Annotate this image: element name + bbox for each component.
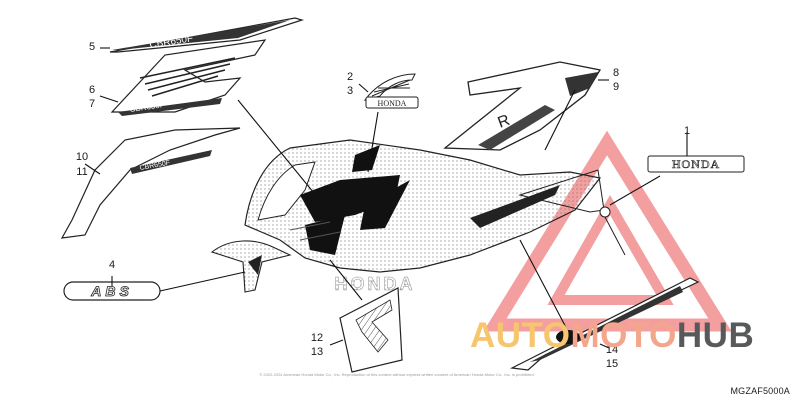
honda-wordmark-text: HONDA xyxy=(672,157,720,171)
tail-stripe-decal: R xyxy=(443,61,602,151)
side-cowl-decal: CBR650F xyxy=(110,39,267,116)
wing-emblem-text: HONDA xyxy=(378,99,407,108)
rear-side-stripe xyxy=(509,277,700,371)
callout-1: 1 xyxy=(683,125,691,137)
callout-15: 15 xyxy=(605,358,619,370)
lower-panel-decal xyxy=(339,287,403,373)
copyright-text: © 2002-2024 American Honda Motor Co., In… xyxy=(259,372,535,377)
body-ghost-text: HONDA xyxy=(335,274,416,294)
watermark-text: AUTOMOTOHUB xyxy=(470,316,754,356)
motorcycle-body xyxy=(244,139,626,273)
honda-wing-emblem: HONDA xyxy=(363,73,419,109)
honda-wordmark-decal: HONDA xyxy=(647,155,745,173)
stripe-decal-upper: CBR650F xyxy=(109,17,305,53)
callout-2: 2 xyxy=(346,71,354,83)
leader-lines xyxy=(84,47,688,349)
front-fender-piece xyxy=(210,240,292,293)
callout-8: 8 xyxy=(612,67,620,79)
callout-3: 3 xyxy=(346,85,354,97)
callout-4: 4 xyxy=(108,259,116,271)
abs-decal-text: ABS xyxy=(90,283,133,299)
tail-decal-text: R xyxy=(496,112,513,132)
decal-text-upper: CBR650F xyxy=(149,33,194,51)
callout-5: 5 xyxy=(88,41,96,53)
callout-11: 11 xyxy=(76,166,88,178)
watermark-part-moto: MOTO xyxy=(570,316,677,355)
callout-14: 14 xyxy=(605,344,619,356)
watermark-part-auto: AUTO xyxy=(470,316,571,355)
watermark-part-hub: HUB xyxy=(676,316,755,355)
diagram-code: MGZAF5000A xyxy=(730,386,790,396)
callout-6: 6 xyxy=(88,84,96,96)
callout-9: 9 xyxy=(612,81,620,93)
lower-side-stripe: CBR650F xyxy=(60,127,241,239)
callout-10: 10 xyxy=(75,151,89,163)
callout-7: 7 xyxy=(88,98,96,110)
callout-12: 12 xyxy=(310,332,324,344)
abs-decal: ABS xyxy=(63,281,161,301)
callout-13: 13 xyxy=(310,346,324,358)
